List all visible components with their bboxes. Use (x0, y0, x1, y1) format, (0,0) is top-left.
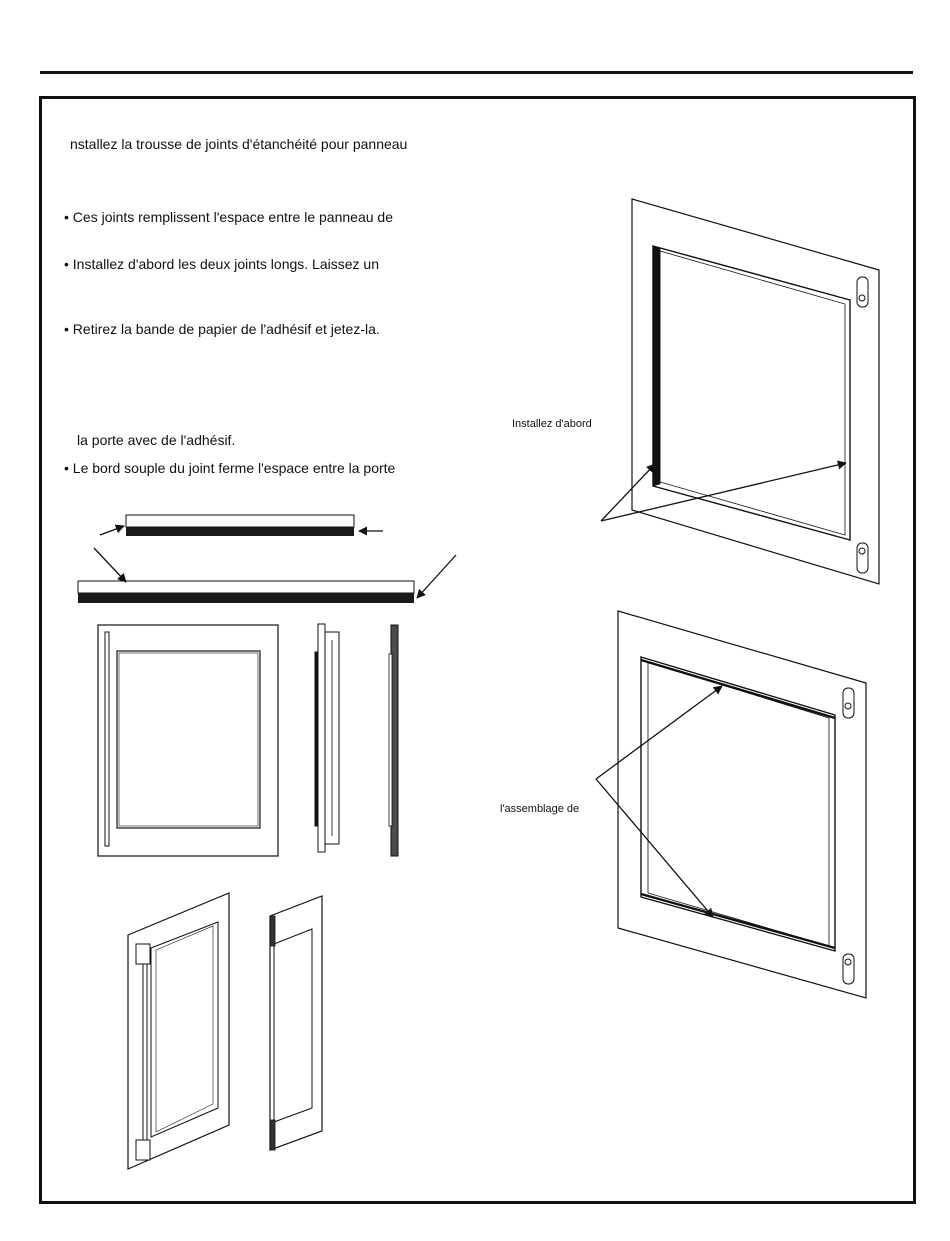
content-frame (39, 96, 916, 1204)
bottom-view-pointer-arrows (595, 685, 723, 918)
instruction-line-4: la porte avec de l'adhésif. (77, 432, 236, 448)
callout-install-first: Installez d'abord (512, 418, 592, 430)
top-view-pointer-arrows (600, 460, 847, 522)
short-gasket-strip (125, 514, 355, 536)
instruction-bullet-1: • Ces joints remplissent l'espace entre … (64, 209, 393, 225)
instruction-bullet-5: • Le bord souple du joint ferme l'espace… (64, 460, 396, 476)
panel-install-view-top (631, 198, 880, 585)
gasket-pointer-arrows (93, 524, 457, 599)
door-isometric-view (127, 892, 230, 1170)
panel-section-view (388, 624, 399, 857)
gasket-frame-isometric-view (269, 895, 323, 1151)
instruction-bullet-3: • Retirez la bande de papier de l'adhési… (64, 321, 380, 337)
instruction-bullet-2: • Installez d'abord les deux joints long… (64, 256, 379, 272)
instruction-heading: nstallez la trousse de joints d'étanchéi… (70, 136, 408, 152)
top-rule (40, 71, 913, 74)
panel-install-view-bottom (617, 610, 867, 999)
long-gasket-strip (77, 580, 415, 603)
panel-front-view (97, 624, 279, 857)
panel-side-view (314, 623, 340, 853)
callout-assembly-of: l'assemblage de (500, 803, 580, 815)
